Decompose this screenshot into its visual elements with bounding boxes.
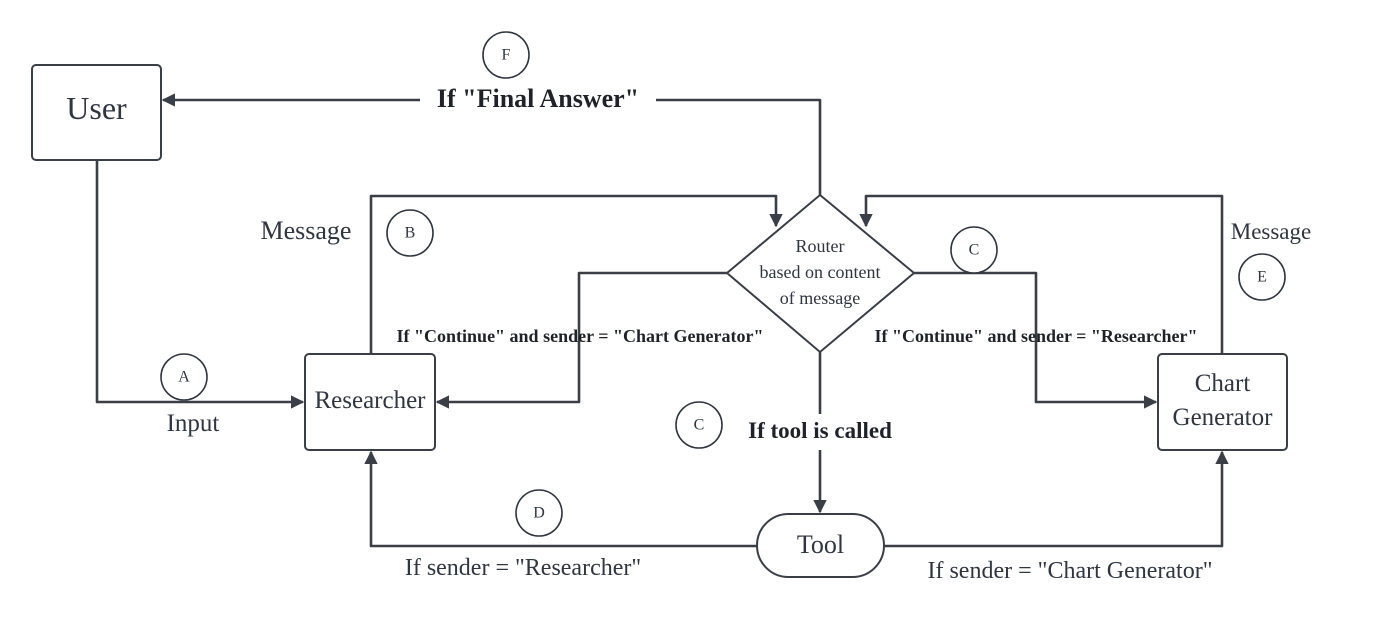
edge-researcher-message-to-router <box>369 194 783 354</box>
badge-e: E <box>1238 253 1286 301</box>
label-continue-to-chart: If "Continue" and sender = "Researcher" <box>874 326 1197 346</box>
svg-text:C: C <box>969 242 980 259</box>
svg-text:C: C <box>694 417 705 434</box>
final-answer-label-mask <box>420 84 656 116</box>
node-chart-generator: Chart Generator <box>1157 353 1288 451</box>
label-input: Input <box>167 410 220 437</box>
badge-c-right: C <box>950 226 998 274</box>
label-message-left: Message <box>261 216 352 245</box>
node-router-label-line-1: Router <box>796 236 845 256</box>
label-continue-to-researcher: If "Continue" and sender = "Chart Genera… <box>397 326 764 346</box>
badge-d: D <box>515 489 563 537</box>
node-tool: Tool <box>756 513 885 578</box>
badge-c-center: C <box>675 401 723 449</box>
label-tool-called: If tool is called <box>748 418 892 443</box>
edge-final-answer-to-user <box>161 93 822 195</box>
badge-b: B <box>386 209 434 257</box>
node-router-label-line-2: based on content <box>760 262 881 282</box>
edge-user-input-to-researcher <box>95 160 305 409</box>
tool-called-label-mask <box>738 414 904 450</box>
svg-text:D: D <box>533 505 545 522</box>
svg-text:A: A <box>178 369 190 386</box>
node-researcher-label: Researcher <box>314 387 426 414</box>
node-researcher: Researcher <box>304 353 436 451</box>
label-sender-chart-generator: If sender = "Chart Generator" <box>927 558 1212 584</box>
node-tool-label: Tool <box>797 530 844 559</box>
edge-router-continue-to-researcher <box>435 271 727 409</box>
edge-tool-to-researcher <box>364 450 758 548</box>
svg-text:B: B <box>405 225 416 242</box>
node-user-label: User <box>66 90 127 126</box>
badge-f: F <box>482 31 530 79</box>
edge-tool-to-chart <box>884 450 1229 548</box>
edge-chart-message-to-router <box>859 194 1224 354</box>
svg-text:F: F <box>502 47 511 64</box>
badge-a: A <box>160 353 208 401</box>
node-router-label-line-3: of message <box>780 288 860 308</box>
label-final-answer: If "Final Answer" <box>437 84 639 113</box>
label-sender-researcher: If sender = "Researcher" <box>405 555 641 581</box>
node-chart-generator-label-line-1: Chart <box>1195 370 1251 397</box>
node-chart-generator-label-line-2: Generator <box>1173 404 1274 431</box>
node-router: Router based on content of message <box>725 193 916 354</box>
svg-text:E: E <box>1257 269 1267 286</box>
node-user: User <box>31 64 162 161</box>
label-message-right: Message <box>1231 219 1311 244</box>
